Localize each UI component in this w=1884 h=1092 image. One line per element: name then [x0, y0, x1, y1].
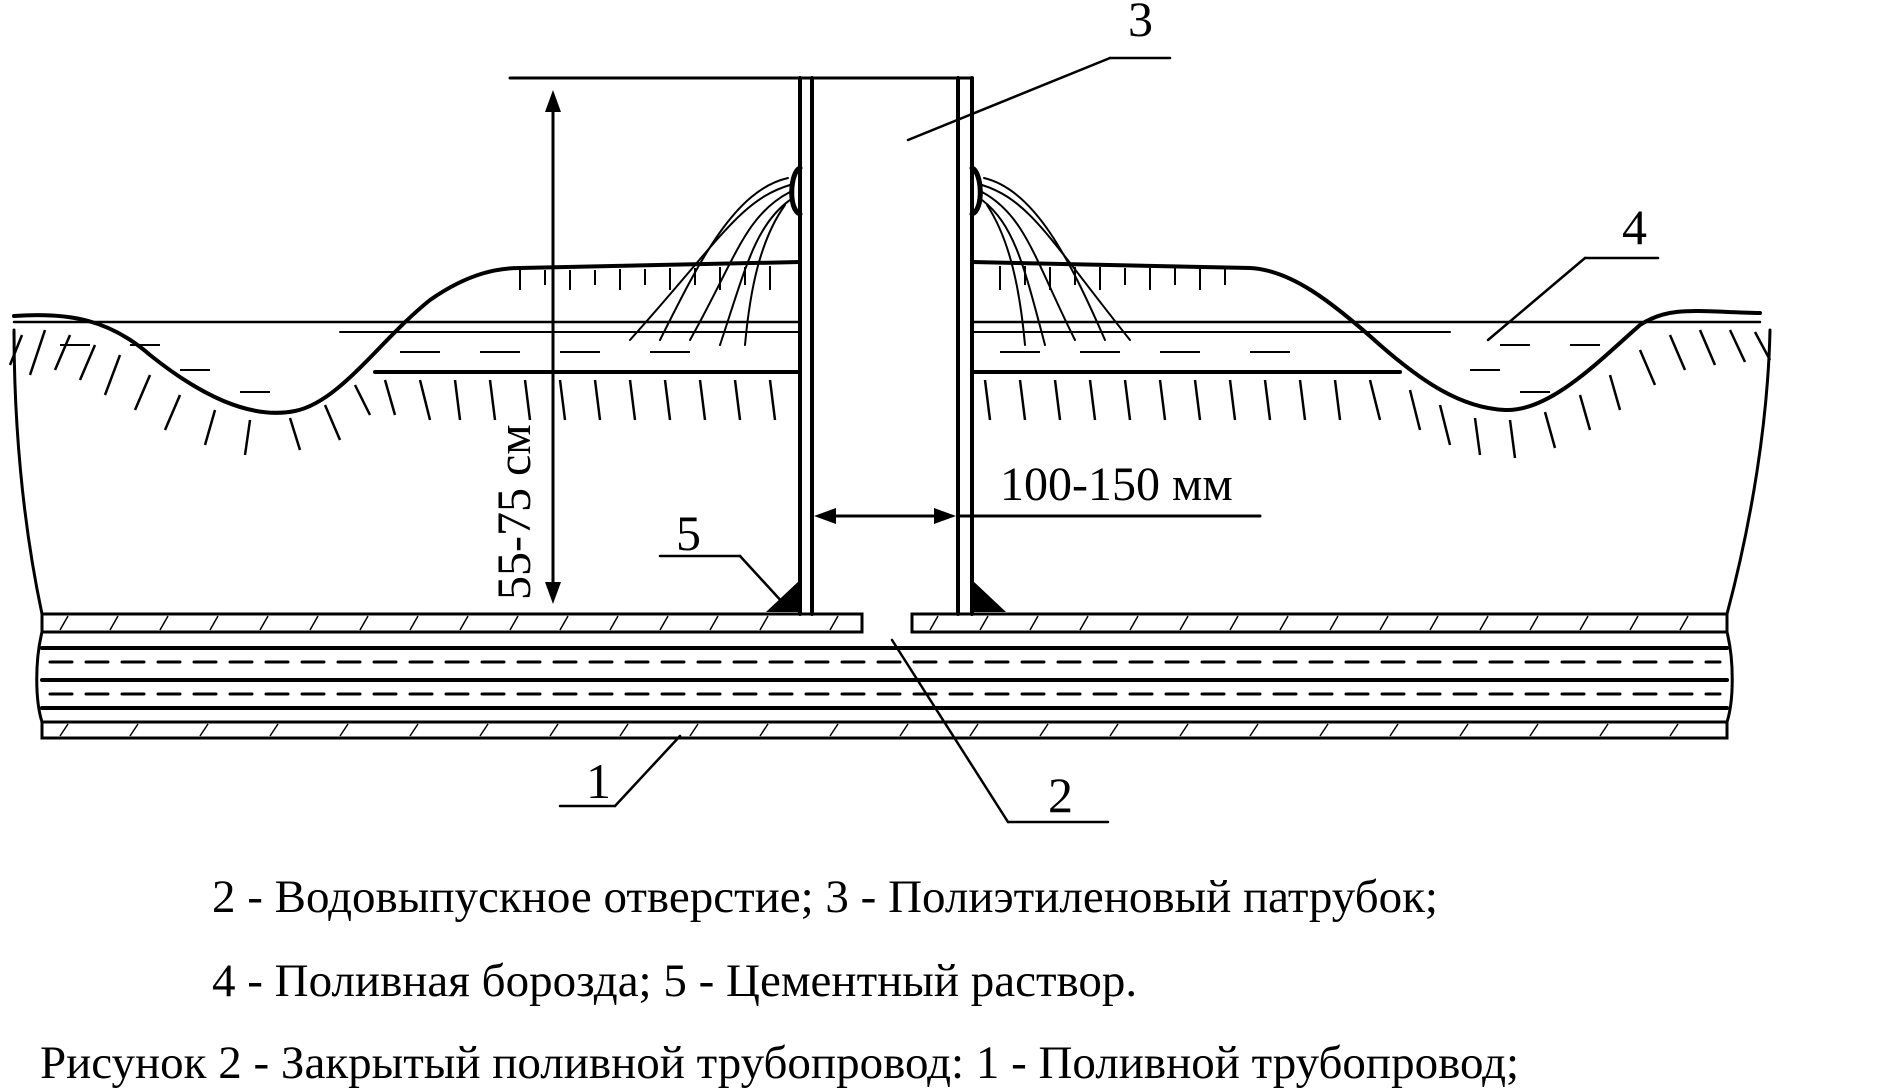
ground-surface: [12, 260, 1762, 415]
label-pipeline: 1: [586, 753, 611, 809]
callout-4: 4: [1486, 199, 1660, 342]
nozzle-outlet-left: [789, 165, 803, 217]
water-jets: [629, 177, 1131, 346]
nozzle-outlet-right: [969, 165, 983, 217]
diameter-dimension-text: 100-150 мм: [1000, 458, 1233, 511]
callout-2: 2: [890, 638, 1110, 824]
diameter-dimension: 100-150 мм: [814, 458, 1262, 524]
callout-1: 1: [558, 734, 682, 809]
water-layer: [12, 320, 1762, 393]
caption-line-1: Рисунок 2 - Закрытый поливной трубопрово…: [40, 1037, 1519, 1089]
ridge-ticks: [519, 266, 1226, 290]
label-nozzle: 3: [1128, 0, 1153, 47]
callout-3: 3: [906, 0, 1172, 142]
water-dashes: [60, 344, 1600, 393]
cement-mortar: [766, 580, 1006, 612]
height-dimension: 55-75 см: [488, 76, 802, 604]
caption-line-2: 2 - Водовыпускное отверстие; 3 - Полиэти…: [212, 871, 1438, 923]
label-cement: 5: [676, 505, 701, 561]
caption-line-3: 4 - Поливная борозда; 5 - Цементный раст…: [212, 955, 1137, 1007]
pipe-wall-hatching: [59, 615, 1689, 737]
figure-caption: Рисунок 2 - Закрытый поливной трубопрово…: [40, 871, 1519, 1089]
soil-hatching: [8, 329, 1772, 459]
label-outlet: 2: [1048, 767, 1073, 823]
soil-boundary: [12, 328, 1772, 616]
polyethylene-nozzle: [789, 76, 983, 616]
height-dimension-text: 55-75 см: [488, 424, 541, 600]
main-pipeline: [35, 612, 1734, 740]
label-furrow: 4: [1622, 199, 1647, 255]
callout-5: 5: [658, 505, 786, 606]
